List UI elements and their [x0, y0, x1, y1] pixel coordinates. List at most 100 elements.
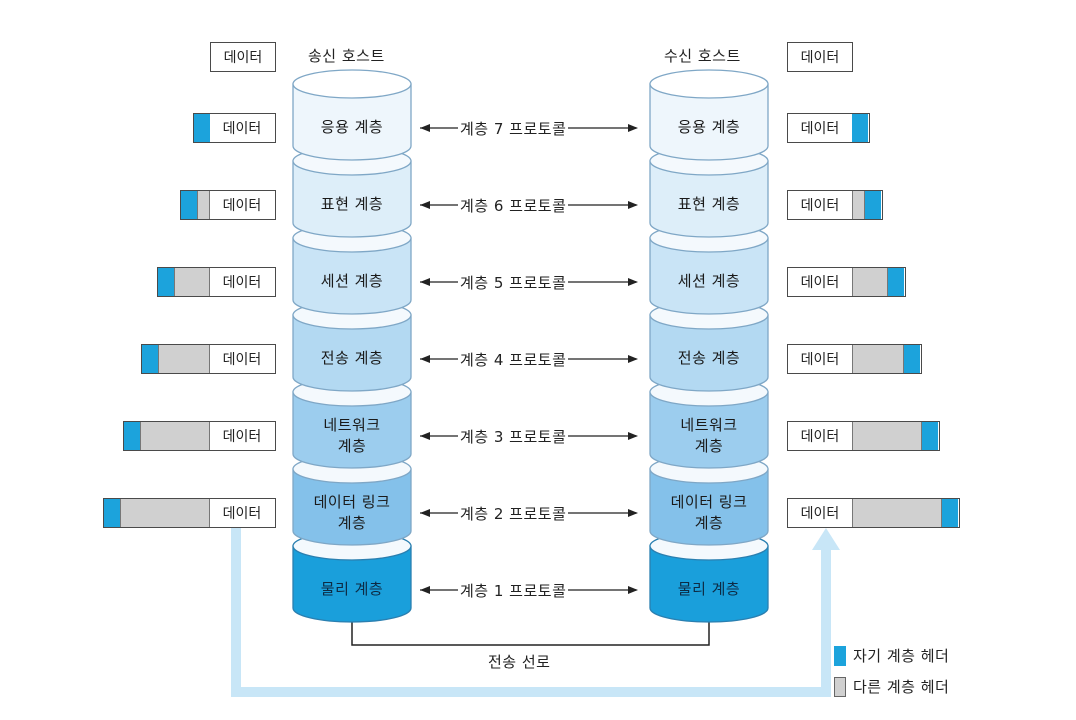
own-header-block	[865, 191, 881, 219]
data-label: 데이터	[800, 506, 840, 522]
sender-encapsulated-data-box: 데이터	[141, 344, 276, 374]
sender-encapsulated-data-box: 데이터	[157, 267, 276, 297]
receiver-layer-2-body	[649, 468, 769, 546]
data-label: 데이터	[223, 50, 263, 66]
receiver-encapsulated-data-box: 데이터	[787, 113, 870, 143]
sender-layer-6-body	[292, 160, 412, 238]
protocol-arrowhead-right	[628, 509, 638, 517]
receiver-layer-label: 표현 계층	[677, 195, 741, 213]
data-label: 데이터	[222, 275, 262, 291]
own-header-block	[181, 191, 197, 219]
sender-layer-label: 네트워크 계층	[323, 416, 381, 455]
own-header-block	[158, 268, 174, 296]
receiver-layer-label: 세션 계층	[677, 272, 741, 290]
protocol-label: 계층 1 프로토콜	[458, 580, 569, 601]
sender-layer-label: 응용 계층	[320, 118, 384, 136]
receiver-encapsulated-data-box: 데이터	[787, 498, 960, 528]
data-label: 데이터	[222, 198, 262, 214]
receiver-layer-label: 물리 계층	[677, 580, 741, 598]
protocol-arrowhead-left	[420, 124, 430, 132]
protocol-arrowhead-right	[628, 124, 638, 132]
protocol-arrowhead-right	[628, 355, 638, 363]
data-label: 데이터	[222, 121, 262, 137]
sender-encapsulated-data-box: 데이터	[103, 498, 276, 528]
receiver-encapsulated-data-box: 데이터	[787, 190, 883, 220]
data-flow-arrowhead	[812, 528, 840, 550]
receiver-layer-4-body	[649, 314, 769, 392]
other-header-block	[158, 345, 210, 373]
sender-layer-5-body	[292, 237, 412, 315]
protocol-arrowhead-right	[628, 201, 638, 209]
protocol-arrowhead-right	[628, 586, 638, 594]
own-header-block	[888, 268, 904, 296]
receiver-encapsulated-data-box: 데이터	[787, 344, 922, 374]
receiver-layer-label: 응용 계층	[677, 118, 741, 136]
receiver-layer-label: 데이터 링크 계층	[670, 493, 748, 532]
other-header-block	[174, 268, 210, 296]
sender-layer-label: 물리 계층	[320, 580, 384, 598]
sender-layer-3-body	[292, 391, 412, 469]
protocol-arrowhead-left	[420, 355, 430, 363]
sender-encapsulated-data-box: 데이터	[193, 113, 276, 143]
own-header-block	[922, 422, 938, 450]
data-label: 데이터	[800, 121, 840, 137]
own-header-swatch	[834, 645, 846, 666]
other-header-block	[852, 268, 888, 296]
receiver-layer-label: 전송 계층	[677, 349, 741, 367]
protocol-arrowhead-left	[420, 432, 430, 440]
legend-other-header-label: 다른 계층 헤더	[853, 678, 950, 696]
data-label: 데이터	[800, 429, 840, 445]
data-label: 데이터	[222, 506, 262, 522]
receiver-layer-7-top	[649, 69, 769, 99]
transmission-line-label: 전송 선로	[488, 653, 551, 671]
receiver-layer-1-body	[649, 545, 769, 623]
own-header-block	[904, 345, 920, 373]
protocol-label: 계층 5 프로토콜	[458, 272, 569, 293]
sender-layer-label: 전송 계층	[320, 349, 384, 367]
protocol-arrowhead-left	[420, 201, 430, 209]
receiver-top-data-box: 데이터	[787, 42, 853, 72]
transmission-line	[351, 616, 710, 646]
own-header-block	[942, 499, 958, 527]
other-header-swatch	[834, 676, 846, 697]
data-label: 데이터	[800, 352, 840, 368]
own-header-block	[104, 499, 120, 527]
own-header-block	[124, 422, 140, 450]
protocol-label: 계층 3 프로토콜	[458, 426, 569, 447]
protocol-label: 계층 4 프로토콜	[458, 349, 569, 370]
legend-other-header: 다른 계층 헤더	[834, 676, 949, 697]
data-label: 데이터	[800, 275, 840, 291]
other-header-block	[852, 422, 922, 450]
receiver-host-title: 수신 호스트	[664, 47, 741, 65]
receiver-layer-6-body	[649, 160, 769, 238]
sender-layer-label: 세션 계층	[320, 272, 384, 290]
sender-encapsulated-data-box: 데이터	[123, 421, 276, 451]
sender-encapsulated-data-box: 데이터	[180, 190, 276, 220]
sender-layer-label: 표현 계층	[320, 195, 384, 213]
other-header-block	[852, 499, 942, 527]
receiver-layer-3-body	[649, 391, 769, 469]
receiver-encapsulated-data-box: 데이터	[787, 267, 906, 297]
protocol-arrowhead-left	[420, 509, 430, 517]
own-header-block	[852, 114, 868, 142]
data-label: 데이터	[800, 50, 840, 66]
data-label: 데이터	[222, 352, 262, 368]
other-header-block	[852, 191, 865, 219]
protocol-label: 계층 2 프로토콜	[458, 503, 569, 524]
protocol-arrowhead-left	[420, 278, 430, 286]
protocol-arrowhead-right	[628, 432, 638, 440]
legend-own-header: 자기 계층 헤더	[834, 645, 949, 666]
sender-top-data-box: 데이터	[210, 42, 276, 72]
sender-layer-label: 데이터 링크 계층	[313, 493, 391, 532]
receiver-layer-label: 네트워크 계층	[680, 416, 738, 455]
other-header-block	[852, 345, 904, 373]
sender-layer-7-top	[292, 69, 412, 99]
legend-own-header-label: 자기 계층 헤더	[853, 647, 950, 665]
other-header-block	[197, 191, 210, 219]
sender-layer-7-body	[292, 83, 412, 161]
data-label: 데이터	[800, 198, 840, 214]
sender-layer-1-body	[292, 545, 412, 623]
receiver-encapsulated-data-box: 데이터	[787, 421, 940, 451]
